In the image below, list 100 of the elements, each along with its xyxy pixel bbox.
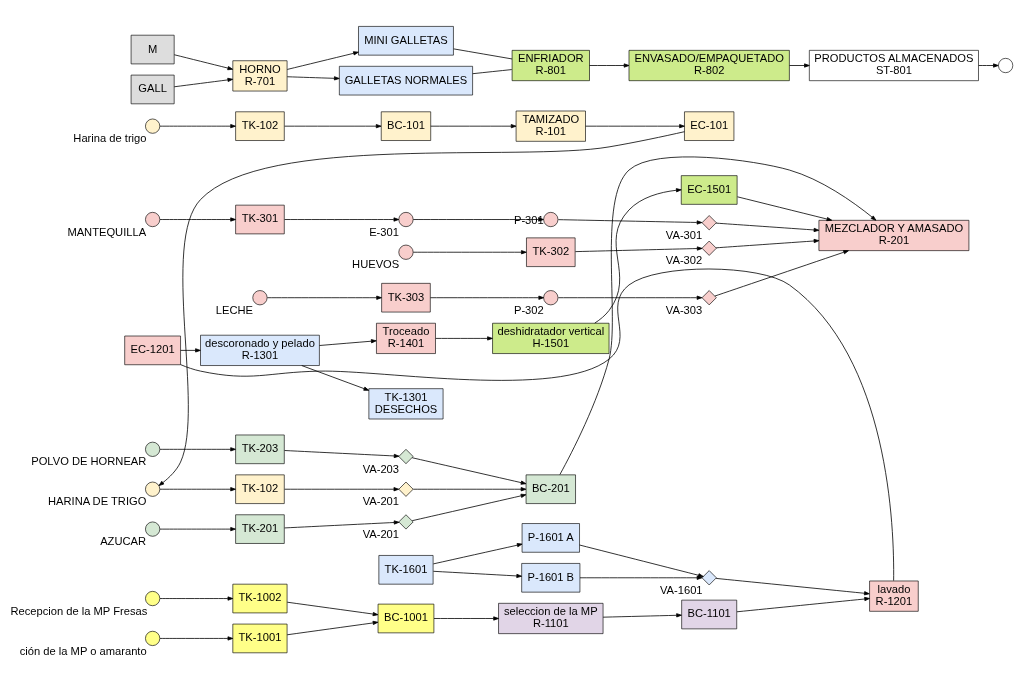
node-diamond	[701, 569, 717, 585]
arrow	[283, 486, 399, 491]
node-box: GALL	[130, 74, 174, 104]
node-label: E-301	[368, 225, 399, 238]
node-label: Harina de trigo	[72, 131, 147, 144]
arrow	[714, 249, 849, 296]
node-circle	[542, 211, 558, 227]
node-box: PRODUCTOS ALMACENADOS ST-801	[808, 49, 979, 81]
arrow	[593, 187, 682, 323]
node-box: TK-102	[234, 110, 285, 141]
arrow	[557, 218, 702, 225]
node-box: TK-203	[234, 434, 285, 464]
arrow	[283, 519, 399, 528]
node-box: EC-101	[683, 110, 734, 141]
arrow	[411, 493, 526, 521]
node-label: VA-1601	[659, 583, 703, 596]
arrow	[412, 249, 527, 254]
node-label: HUEVOS	[351, 257, 399, 270]
connector	[452, 48, 512, 59]
arrow	[736, 195, 832, 221]
node-label: VA-201	[362, 527, 399, 540]
node-box: P-1601 A	[521, 522, 580, 553]
node-label: VA-302	[665, 253, 702, 266]
node-box: BC-1001	[377, 603, 434, 633]
node-box: ENFRIADOR R-801	[511, 49, 590, 81]
node-label: VA-303	[665, 303, 702, 316]
arrow	[286, 50, 359, 70]
arrow	[434, 335, 493, 340]
arrow	[300, 364, 369, 391]
arrow	[412, 486, 526, 491]
node-box: ENVASADO/EMPAQUETADO R-802	[628, 49, 790, 81]
node-box: TK-1301 DESECHOS	[368, 387, 443, 419]
arrow	[736, 596, 870, 612]
node-box: Troceado R-1401	[375, 322, 436, 354]
node-box: EC-1201	[123, 335, 181, 365]
arrow	[283, 216, 399, 222]
node-diamond	[701, 214, 717, 230]
node-circle	[542, 289, 558, 305]
arrow	[432, 570, 522, 578]
arrow	[411, 456, 526, 485]
arrow	[574, 245, 702, 252]
node-circle	[397, 211, 413, 227]
node-box: TK-301	[234, 204, 285, 234]
arrow	[584, 123, 685, 128]
node-label: ción de la MP o amaranto	[19, 644, 147, 657]
node-box: MINI GALLETAS	[357, 25, 454, 55]
node-label: POLVO DE HORNEAR	[30, 454, 146, 467]
arrow	[158, 130, 685, 486]
node-box: EC-1501	[680, 174, 737, 205]
node-diamond	[397, 513, 413, 529]
node-circle	[144, 211, 160, 227]
arrow	[286, 601, 378, 616]
node-circle	[144, 521, 160, 537]
node-diamond	[397, 448, 413, 464]
arrow	[715, 577, 870, 595]
arrow	[159, 486, 236, 491]
node-box: BC-1101	[680, 599, 737, 629]
arrow	[588, 62, 629, 68]
arrow	[318, 338, 377, 346]
node-box: TK-302	[525, 237, 575, 267]
connector	[471, 68, 512, 74]
arrow	[578, 544, 704, 577]
arrow	[977, 62, 999, 68]
arrow	[559, 156, 876, 475]
arrow	[159, 216, 236, 222]
node-diamond	[701, 289, 717, 305]
arrow	[173, 53, 233, 70]
node-box: M	[130, 34, 174, 64]
arrow	[159, 595, 233, 601]
arrow	[266, 295, 382, 300]
node-label: AZUCAR	[99, 534, 146, 547]
node-circle	[397, 244, 413, 260]
node-label: HARINA DE TRIGO	[47, 494, 146, 507]
arrow	[433, 615, 499, 621]
arrow	[173, 77, 233, 87]
node-box: BC-201	[525, 474, 576, 504]
node-label: MANTEQUILLA	[66, 225, 146, 238]
node-label: Recepcion de la MP Fresas	[9, 604, 147, 617]
node-diamond	[701, 240, 717, 256]
node-circle	[997, 57, 1013, 73]
arrow	[715, 222, 819, 232]
arrow	[579, 575, 702, 580]
connector	[179, 268, 894, 581]
node-box: descoronado y pelado R-1301	[199, 334, 320, 366]
arrow	[283, 449, 399, 458]
arrow	[159, 446, 236, 451]
node-box: TK-201	[234, 513, 285, 544]
node-box: TK-303	[380, 282, 431, 312]
node-label: VA-203	[362, 462, 399, 475]
node-box: TK-102	[234, 474, 285, 504]
arrow	[602, 612, 682, 618]
node-box: seleccion de la MP R-1101	[497, 602, 603, 634]
node-circle	[144, 441, 160, 457]
node-circle	[251, 289, 267, 305]
node-circle	[144, 590, 160, 606]
arrow	[715, 238, 819, 248]
node-box: HORNO R-701	[232, 59, 287, 91]
arrow	[159, 123, 236, 128]
node-circle	[144, 481, 160, 497]
node-box: TK-1002	[232, 583, 287, 613]
